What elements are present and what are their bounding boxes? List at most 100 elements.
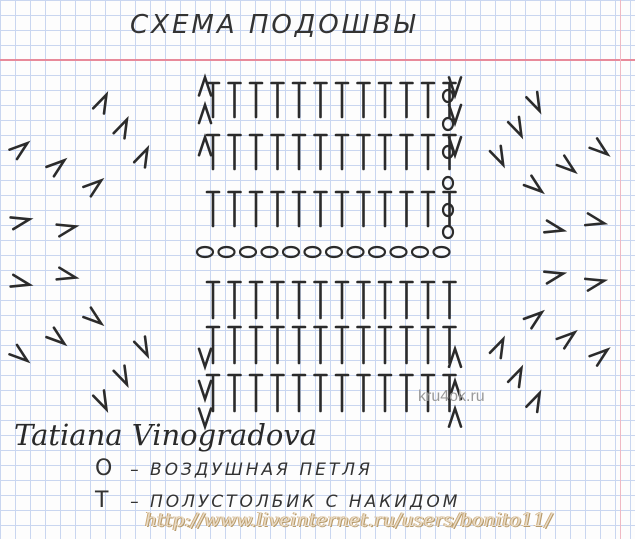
t-stitch bbox=[399, 280, 414, 320]
t-stitch bbox=[442, 373, 457, 413]
v-stitch bbox=[112, 115, 129, 140]
t-stitch bbox=[377, 133, 393, 171]
v-stitch bbox=[55, 223, 80, 238]
t-stitch bbox=[291, 81, 307, 119]
t-stitch bbox=[227, 81, 242, 119]
t-stitch bbox=[356, 325, 371, 365]
v-stitch bbox=[522, 309, 545, 330]
chain-stitch bbox=[346, 245, 365, 259]
v-stitch bbox=[197, 133, 213, 157]
v-stitch bbox=[82, 306, 105, 327]
chain-stitch bbox=[217, 245, 236, 259]
t-stitch bbox=[399, 190, 414, 228]
v-stitch bbox=[8, 140, 31, 161]
chain-stitch bbox=[195, 245, 215, 259]
t-stitch bbox=[227, 325, 242, 365]
v-stitch bbox=[447, 76, 463, 100]
t-stitch bbox=[377, 81, 393, 119]
t-stitch bbox=[270, 280, 285, 320]
t-stitch bbox=[205, 373, 221, 413]
t-stitch bbox=[291, 280, 307, 320]
chain-stitch bbox=[410, 245, 430, 259]
chain-stitch bbox=[281, 245, 301, 259]
t-stitch bbox=[205, 325, 221, 365]
t-stitch bbox=[420, 190, 436, 228]
v-stitch bbox=[588, 137, 611, 157]
t-stitch bbox=[420, 81, 436, 119]
v-stitch bbox=[447, 103, 463, 128]
t-stitch bbox=[270, 133, 285, 171]
t-stitch bbox=[399, 325, 414, 365]
v-stitch bbox=[506, 115, 524, 140]
chain-stitch bbox=[367, 245, 387, 259]
t-stitch bbox=[420, 133, 436, 171]
v-stitch bbox=[9, 216, 34, 231]
v-stitch bbox=[447, 376, 463, 401]
t-stitch bbox=[291, 373, 307, 413]
notebook-red-line bbox=[0, 59, 635, 61]
t-stitch bbox=[313, 280, 328, 320]
v-stitch bbox=[506, 364, 524, 389]
t-stitch bbox=[205, 190, 221, 228]
v-stitch bbox=[55, 266, 80, 281]
v-stitch bbox=[447, 135, 463, 160]
v-stitch bbox=[543, 219, 568, 234]
t-stitch bbox=[442, 280, 457, 320]
t-stitch bbox=[270, 373, 285, 413]
t-stitch bbox=[420, 280, 436, 320]
t-stitch bbox=[313, 373, 328, 413]
t-stitch bbox=[248, 325, 264, 365]
t-stitch bbox=[399, 373, 414, 413]
t-stitch bbox=[377, 190, 393, 228]
t-stitch bbox=[291, 190, 307, 228]
v-stitch bbox=[197, 73, 213, 97]
v-stitch bbox=[45, 157, 68, 178]
v-stitch bbox=[197, 407, 213, 431]
t-stitch bbox=[399, 81, 414, 119]
v-stitch bbox=[447, 344, 463, 369]
t-stitch bbox=[205, 280, 221, 320]
v-stitch bbox=[543, 270, 568, 285]
t-stitch bbox=[313, 325, 328, 365]
chain-stitch bbox=[441, 202, 455, 218]
t-stitch bbox=[377, 280, 393, 320]
site-watermark: kru4ok.ru bbox=[418, 388, 485, 405]
t-stitch bbox=[334, 373, 350, 413]
v-stitch bbox=[197, 100, 213, 125]
v-stitch bbox=[45, 326, 68, 347]
source-url: http://www.liveinternet.ru/users/bonito1… bbox=[145, 509, 552, 531]
t-stitch bbox=[356, 133, 371, 171]
t-stitch bbox=[313, 190, 328, 228]
v-stitch bbox=[522, 174, 545, 195]
diagram-title: СХЕМА ПОДОШВЫ bbox=[130, 10, 418, 40]
t-stitch bbox=[334, 190, 350, 228]
t-stitch bbox=[377, 373, 393, 413]
v-stitch bbox=[588, 347, 611, 367]
v-stitch bbox=[488, 335, 505, 360]
chain-stitch-icon: O bbox=[95, 456, 113, 481]
t-stitch bbox=[227, 190, 242, 228]
legend-row-hdc: T – ПОЛУСТОЛБИК С НАКИДОМ bbox=[95, 488, 460, 513]
v-stitch bbox=[555, 154, 578, 175]
v-stitch bbox=[197, 379, 213, 404]
chain-stitch bbox=[432, 245, 451, 259]
chain-stitch bbox=[441, 88, 455, 104]
t-stitch bbox=[270, 325, 285, 365]
v-stitch bbox=[82, 177, 105, 198]
v-stitch bbox=[488, 144, 505, 169]
v-stitch bbox=[555, 329, 578, 350]
t-stitch bbox=[291, 325, 307, 365]
v-stitch bbox=[112, 364, 129, 389]
legend-row-chain: O – ВОЗДУШНАЯ ПЕТЛЯ bbox=[95, 456, 373, 481]
chain-stitch bbox=[303, 245, 322, 259]
t-stitch bbox=[420, 373, 436, 413]
v-stitch bbox=[132, 335, 150, 360]
chain-stitch bbox=[441, 224, 455, 240]
t-stitch bbox=[291, 133, 307, 171]
v-stitch bbox=[8, 343, 31, 364]
t-stitch bbox=[248, 280, 264, 320]
t-stitch bbox=[313, 81, 328, 119]
chain-stitch bbox=[389, 245, 408, 259]
chain-stitch bbox=[441, 175, 455, 191]
t-stitch bbox=[248, 81, 264, 119]
